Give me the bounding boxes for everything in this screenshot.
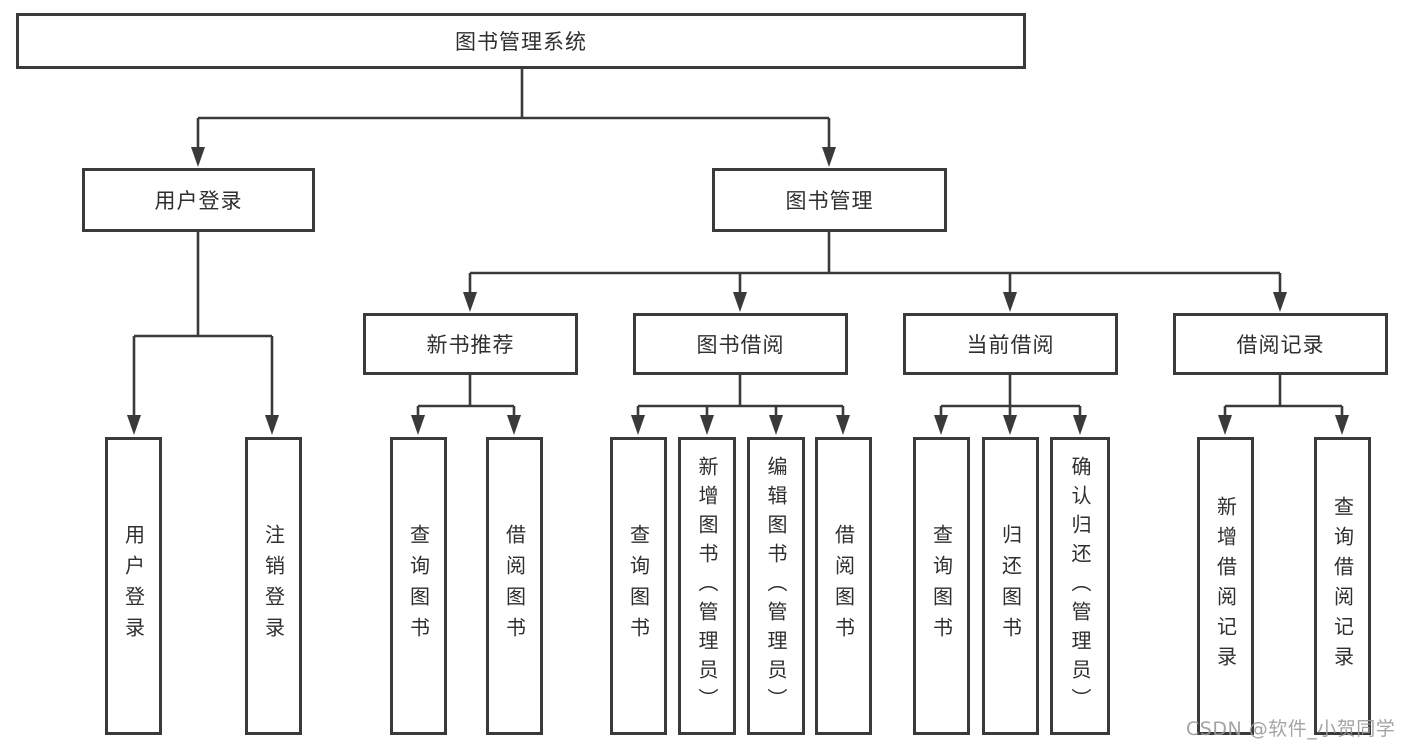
node-library-management-system: 图书管理系统: [16, 13, 1026, 69]
leaf-label: 确认归还（管理员）: [1068, 455, 1092, 717]
node-label: 图书借阅: [696, 333, 785, 357]
leaf-return-books: 归还图书: [982, 437, 1039, 735]
leaf-label: 借阅图书: [502, 524, 527, 648]
node-current-borrowing: 当前借阅: [903, 313, 1118, 375]
leaf-label: 查询图书: [626, 524, 651, 648]
leaf-confirm-return-admin: 确认归还（管理员）: [1050, 437, 1110, 735]
leaf-query-borrow-record: 查询借阅记录: [1314, 437, 1371, 735]
leaf-label: 借阅图书: [831, 524, 856, 648]
leaf-label: 注销登录: [261, 524, 286, 648]
leaf-logout: 注销登录: [245, 437, 302, 735]
leaf-add-books-admin: 新增图书（管理员）: [678, 437, 736, 735]
leaf-user-login: 用户登录: [105, 437, 162, 735]
leaf-query-books-borrowing: 查询图书: [610, 437, 667, 735]
leaf-borrow-books-newbook: 借阅图书: [486, 437, 543, 735]
node-user-login: 用户登录: [82, 168, 315, 232]
arrowhead-icons: [127, 147, 1349, 435]
leaf-label: 查询借阅记录: [1330, 496, 1355, 676]
node-book-management: 图书管理: [712, 168, 947, 232]
leaf-label: 用户登录: [121, 524, 146, 648]
leaf-label: 查询图书: [929, 524, 954, 648]
leaf-label: 新增图书（管理员）: [695, 455, 719, 717]
csdn-watermark: CSDN @软件_小贺同学: [1186, 718, 1396, 740]
node-label: 图书管理系统: [455, 30, 587, 54]
node-label: 新书推荐: [426, 333, 515, 357]
leaf-query-books-current: 查询图书: [913, 437, 970, 735]
node-label: 图书管理: [785, 189, 874, 213]
leaf-label: 新增借阅记录: [1213, 496, 1238, 676]
leaf-label: 归还图书: [998, 524, 1023, 648]
node-new-book-recommendation: 新书推荐: [363, 313, 578, 375]
node-label: 当前借阅: [966, 333, 1055, 357]
leaf-label: 编辑图书（管理员）: [764, 455, 788, 717]
leaf-borrow-books-borrowing: 借阅图书: [815, 437, 872, 735]
leaf-label: 查询图书: [406, 524, 431, 648]
node-label: 用户登录: [154, 189, 243, 213]
leaf-add-borrow-record: 新增借阅记录: [1197, 437, 1254, 735]
leaf-query-books-newbook: 查询图书: [390, 437, 447, 735]
node-book-borrowing: 图书借阅: [633, 313, 848, 375]
node-borrowing-records: 借阅记录: [1173, 313, 1388, 375]
node-label: 借阅记录: [1236, 333, 1325, 357]
leaf-edit-books-admin: 编辑图书（管理员）: [747, 437, 805, 735]
